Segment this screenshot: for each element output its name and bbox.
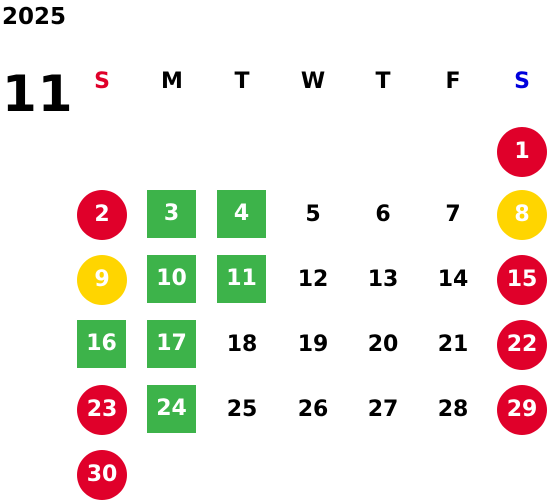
day-cell-9[interactable]: 9 — [77, 255, 127, 305]
day-cell-13[interactable]: 13 — [367, 267, 399, 292]
weekday-mon: M — [161, 69, 183, 94]
weekday-sun: S — [94, 69, 110, 94]
day-cell-30[interactable]: 30 — [77, 450, 127, 500]
day-cell-17[interactable]: 17 — [147, 320, 196, 368]
month-number: 11 — [2, 65, 74, 123]
weekday-sat: S — [514, 69, 530, 94]
day-cell-15[interactable]: 15 — [497, 255, 547, 305]
day-cell-10[interactable]: 10 — [147, 255, 196, 303]
day-cell-25[interactable]: 25 — [226, 397, 258, 422]
day-cell-8[interactable]: 8 — [497, 190, 547, 240]
day-cell-3[interactable]: 3 — [147, 190, 196, 238]
day-cell-21[interactable]: 21 — [437, 332, 469, 357]
day-cell-11[interactable]: 11 — [217, 255, 266, 303]
day-cell-29[interactable]: 29 — [497, 385, 547, 435]
weekday-fri: F — [445, 69, 461, 94]
weekday-tue: T — [234, 69, 250, 94]
weekday-wed: W — [300, 69, 326, 94]
day-cell-14[interactable]: 14 — [437, 267, 469, 292]
day-cell-28[interactable]: 28 — [437, 397, 469, 422]
day-cell-2[interactable]: 2 — [77, 190, 127, 240]
day-cell-20[interactable]: 20 — [367, 332, 399, 357]
day-cell-22[interactable]: 22 — [497, 320, 547, 370]
day-cell-12[interactable]: 12 — [297, 267, 329, 292]
day-cell-24[interactable]: 24 — [147, 385, 196, 433]
weekday-thu: T — [375, 69, 391, 94]
day-cell-4[interactable]: 4 — [217, 190, 266, 238]
day-cell-16[interactable]: 16 — [77, 320, 126, 368]
day-cell-7[interactable]: 7 — [445, 202, 461, 227]
year-label: 2025 — [2, 4, 67, 30]
day-cell-19[interactable]: 19 — [297, 332, 329, 357]
day-cell-6[interactable]: 6 — [375, 202, 391, 227]
day-cell-26[interactable]: 26 — [297, 397, 329, 422]
day-cell-27[interactable]: 27 — [367, 397, 399, 422]
day-cell-1[interactable]: 1 — [497, 127, 547, 177]
day-cell-23[interactable]: 23 — [77, 385, 127, 435]
day-cell-5[interactable]: 5 — [305, 202, 321, 227]
day-cell-18[interactable]: 18 — [226, 332, 258, 357]
